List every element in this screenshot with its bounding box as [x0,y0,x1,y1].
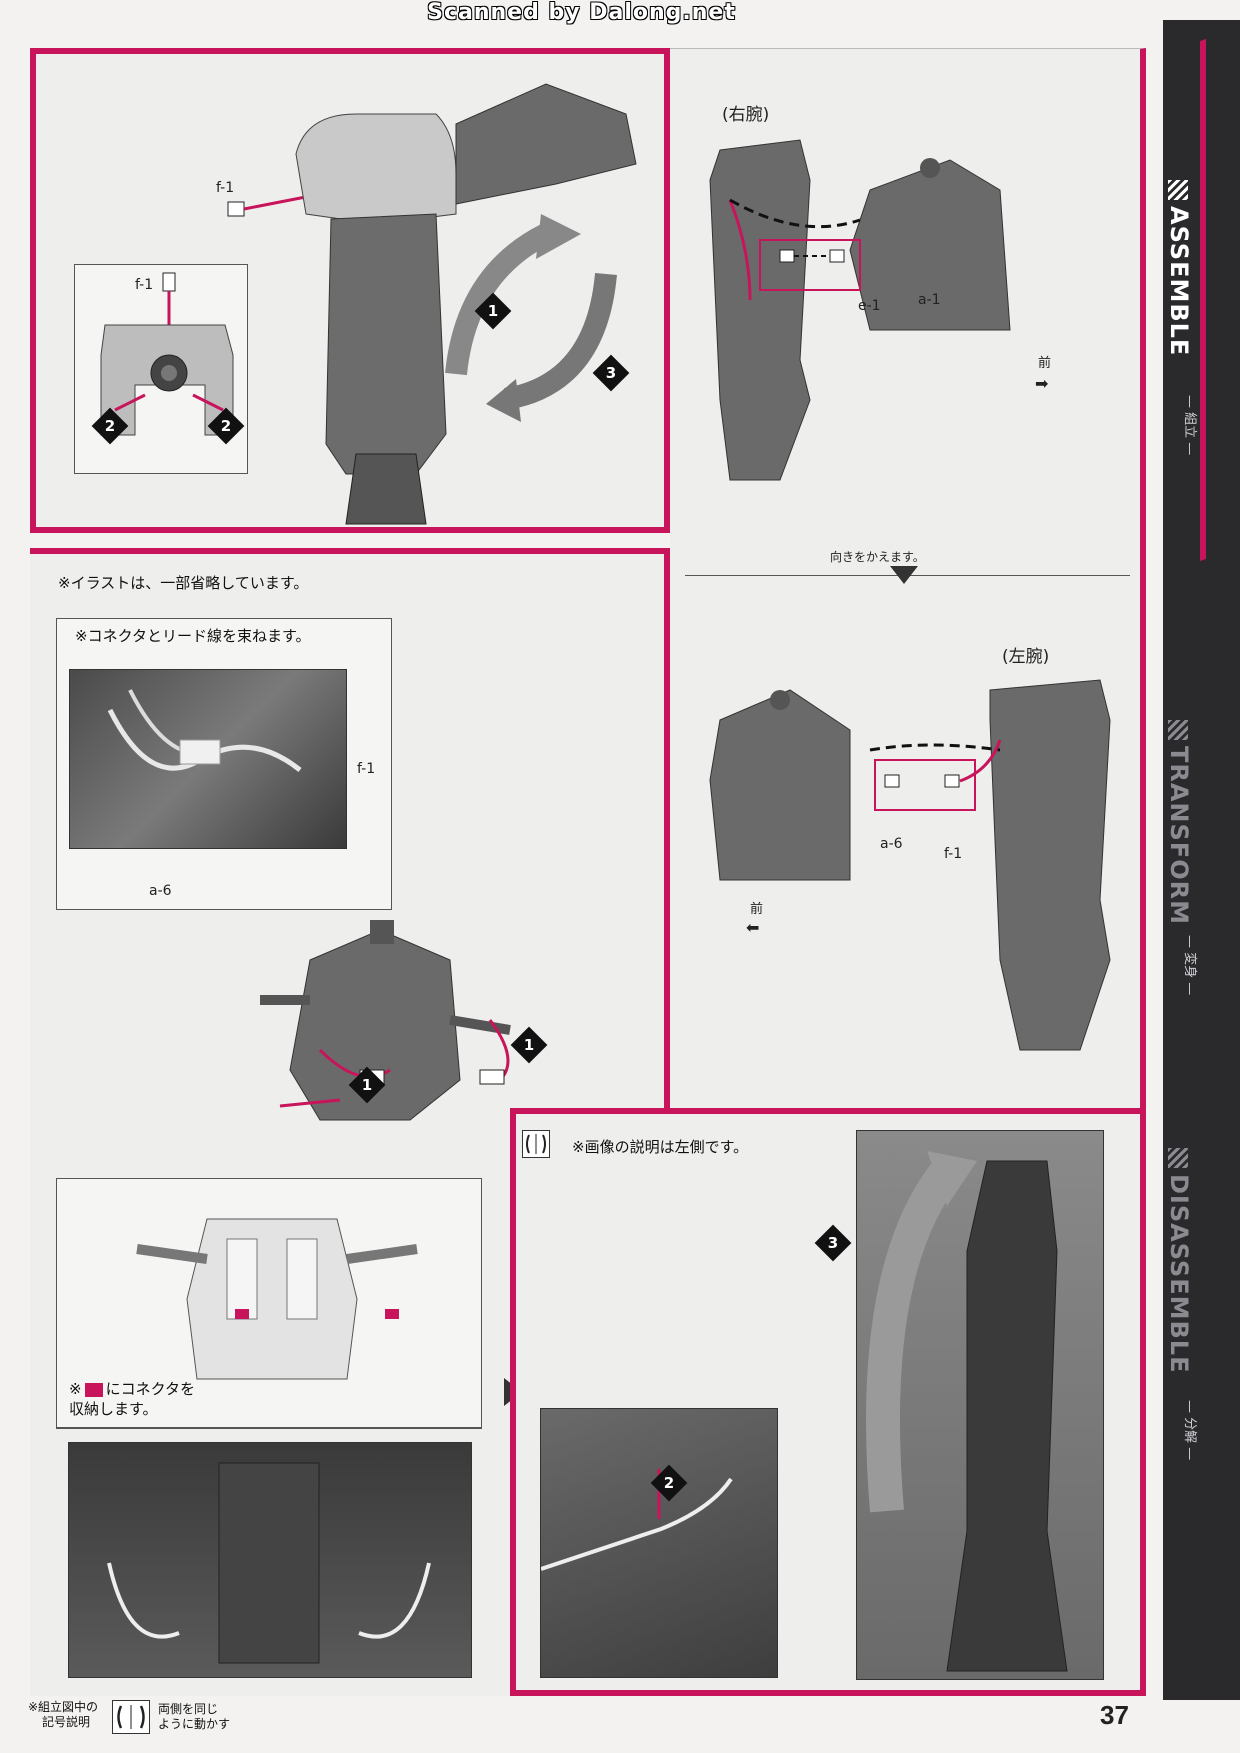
hatch-icon [1168,180,1188,200]
turn-note: 向きをかえます。 [830,550,925,564]
front-label-2: 前 [750,902,764,917]
step-1-torso-left: 1 [348,1066,386,1104]
front-arrow-icon-1: ➡ [1035,374,1049,393]
note-store-connector: ※ にコネクタを 収納します。 [69,1379,195,1419]
footer-symbol-desc: 両側を同じ ように動かす [158,1702,230,1732]
step-3-marker: 3 [592,354,630,392]
hatch-icon [1168,1148,1188,1168]
torso-divider [56,1428,482,1429]
front-arrow-icon-2: ⬅ [746,918,760,937]
footer-symbol-line1: 両側を同じ [158,1702,219,1716]
note-image-left-side: ※画像の説明は左側です。 [572,1138,749,1156]
left-arm-heading: (左腕) [1002,647,1050,667]
sidebar-title-transform: TRANSFORM [1165,720,1193,925]
note-illustration-omitted: ※イラストは、一部省略しています。 [58,574,309,592]
note-store-line2: 収納します。 [69,1400,158,1418]
step-2-photo-marker: 2 [650,1464,688,1502]
step-1-marker: 1 [474,292,512,330]
arm-raise-photo [856,1130,1104,1680]
part-label-a6: a-6 [880,836,903,852]
shoulder-inset-illustration [100,272,234,436]
left-arm-illustration [709,679,1111,1051]
symmetry-icon [522,1130,550,1158]
footer-bar [0,1700,1240,1753]
bundle-photo [69,669,347,849]
sidebar-title-assemble: ASSEMBLE [1165,180,1193,356]
part-label-a1: a-1 [918,292,941,308]
sidebar-sub-assemble: — 組立 — [1182,395,1197,456]
footer-legend: ※組立図中の 記号説明 [28,1700,98,1730]
torso-back-photo [68,1442,472,1678]
sidebar-title-disassemble: DISASSEMBLE [1165,1148,1193,1373]
part-label-f1-left: f-1 [944,846,963,862]
down-arrow-icon [890,566,918,584]
footer-symmetry-icon [112,1700,150,1734]
part-label-e1: e-1 [858,298,881,314]
connector-closeup-photo [540,1408,778,1678]
note-bundle-wires: ※コネクタとリード線を束ねます。 [75,627,311,645]
footer-symbol-line2: ように動かす [158,1717,231,1731]
arm-illustration [227,83,637,525]
footer-legend-line1: ※組立図中の [28,1700,99,1714]
torso-back-inset-box: ※ にコネクタを 収納します。 [56,1178,482,1428]
pink-marker-icon [84,1382,103,1397]
step-3-photo-marker: 3 [814,1224,852,1262]
sidebar-section-assemble[interactable]: ASSEMBLE — 組立 — [1163,180,1240,500]
sidebar-section-disassemble[interactable]: DISASSEMBLE — 分解 — [1163,1148,1240,1528]
sidebar-section-transform[interactable]: TRANSFORM — 変身 — [1163,720,1240,1060]
part-label-a6-bundle: a-6 [149,883,172,899]
part-label-f1-inset: f-1 [135,277,154,293]
bundle-inset-box: ※コネクタとリード線を束ねます。 f-1 a-6 [56,618,392,910]
sidebar-sub-disassemble: — 分解 — [1182,1400,1197,1461]
note-store-line1: にコネクタを [105,1380,195,1398]
front-label-1: 前 [1038,356,1052,371]
torso-illustration [260,920,511,1121]
step-1-torso-right: 1 [510,1026,548,1064]
hatch-icon [1168,720,1188,740]
sidebar-sub-transform: — 変身 — [1182,935,1197,996]
part-label-f1-bundle: f-1 [357,761,376,777]
footer-legend-line2: 記号説明 [42,1715,91,1729]
page-number: 37 [1100,1700,1129,1730]
torso-back-illustration [136,1218,418,1380]
part-label-f1: f-1 [216,180,235,196]
inset-detail-box: f-1 2 2 [74,264,248,474]
note-store-prefix: ※ [69,1380,82,1398]
assembly-panel-arm-wiring: f-1 2 2 f-1 1 3 [30,48,670,533]
right-arm-illustration [709,139,1011,481]
right-arm-heading: (右腕) [722,105,770,125]
scan-credit: Scanned by Dalong.net [427,0,736,25]
